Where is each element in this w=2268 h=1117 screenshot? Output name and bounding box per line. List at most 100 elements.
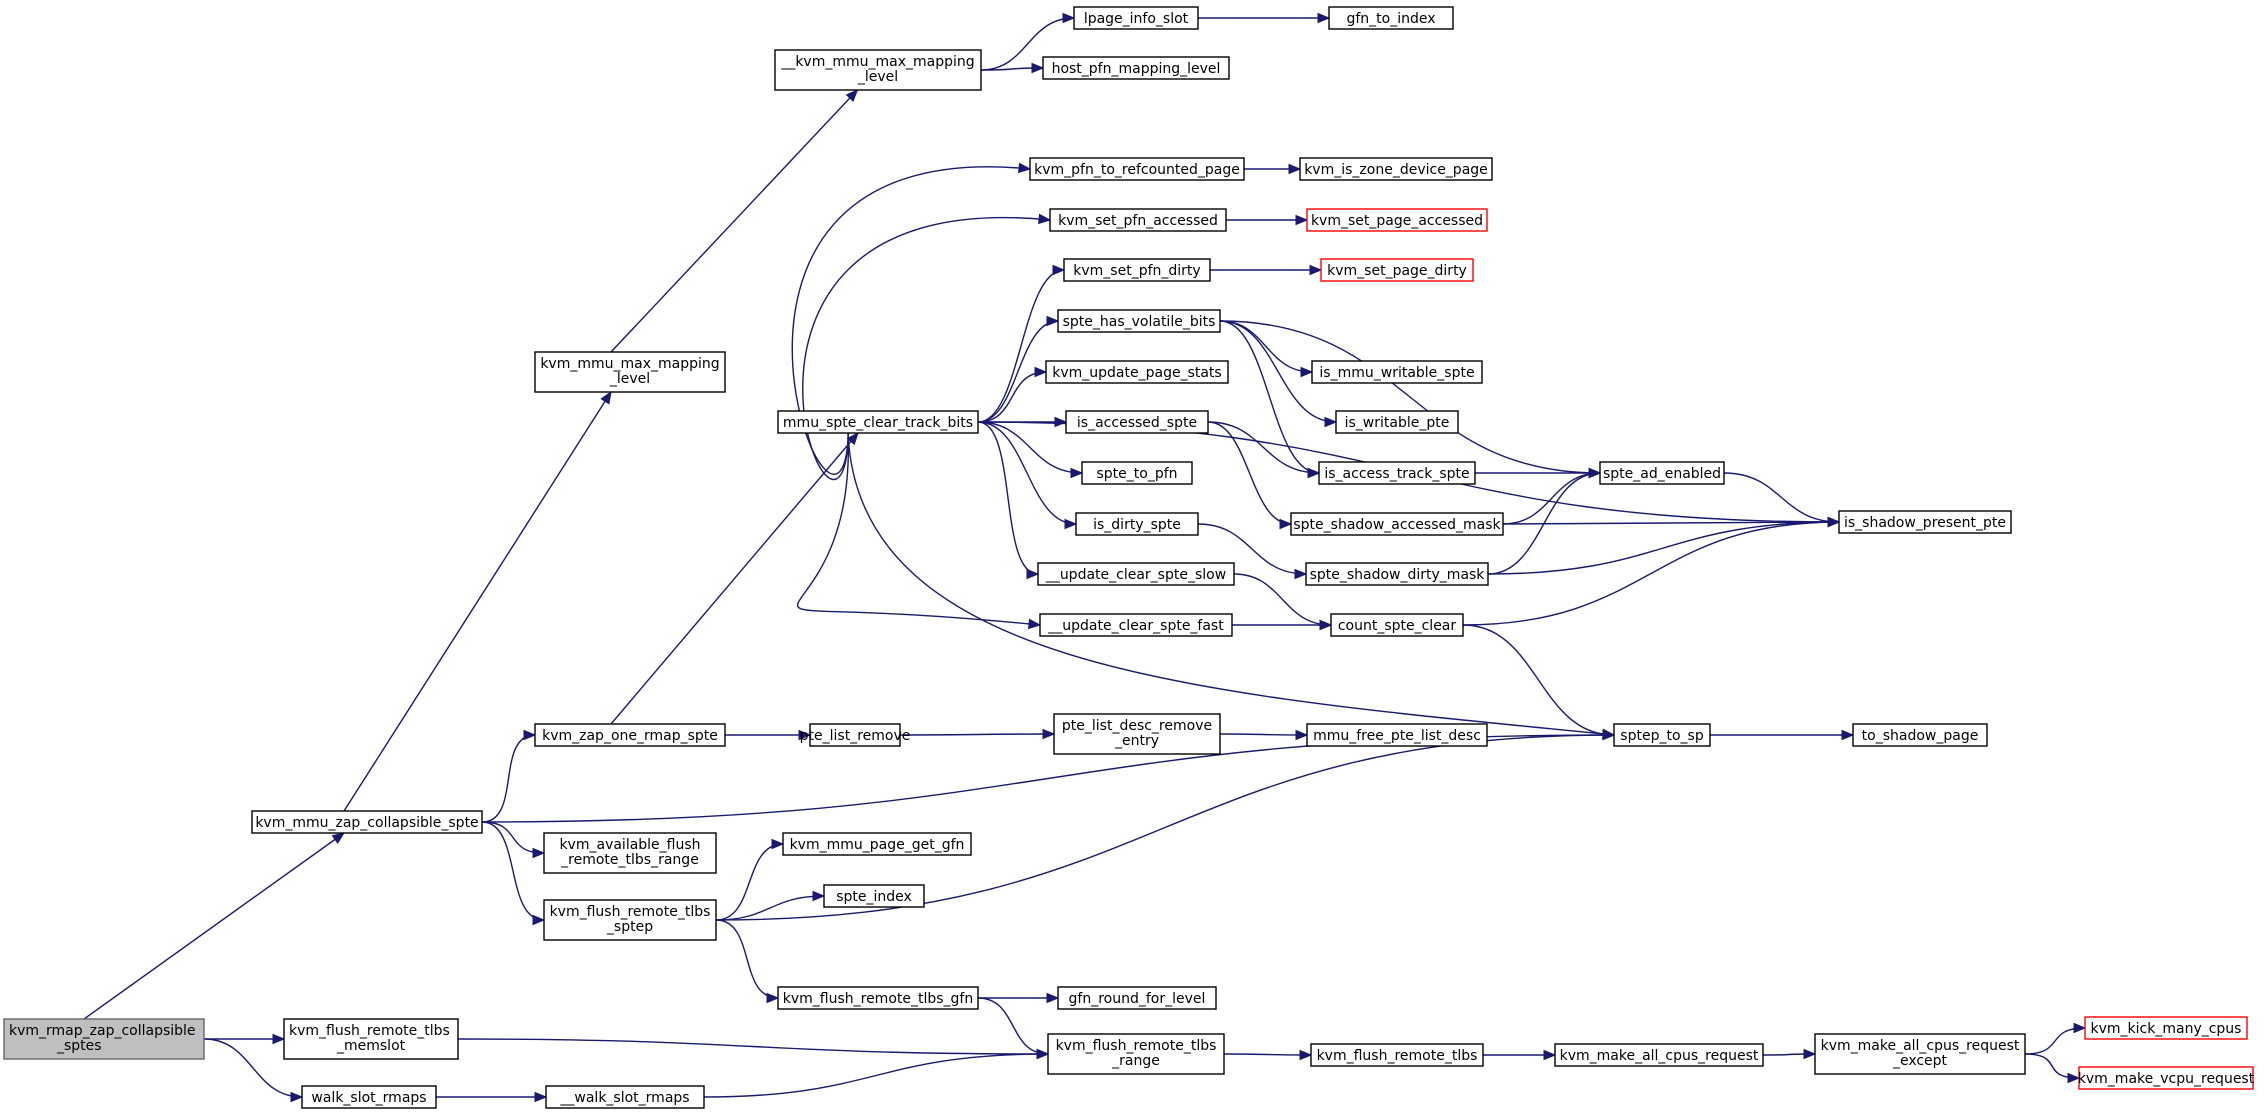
node-flush-gfn[interactable]: kvm_flush_remote_tlbs_gfn: [777, 986, 979, 1010]
node-pfn-to-ref[interactable]: kvm_pfn_to_refcounted_page: [1029, 157, 1245, 181]
node-label: kvm_flush_remote_tlbs: [1317, 1048, 1478, 1064]
arrowhead: [1052, 264, 1066, 276]
node-is-dirty[interactable]: is_dirty_spte: [1075, 512, 1199, 536]
node-label: kvm_make_all_cpus_request: [1821, 1038, 2020, 1054]
arrowhead: [2073, 1022, 2087, 1034]
edge-line: [1219, 320, 1313, 373]
node-flush-range[interactable]: kvm_flush_remote_tlbs_range: [1047, 1033, 1225, 1075]
arrowhead: [331, 832, 346, 844]
node-host-pfn[interactable]: host_pfn_mapping_level: [1042, 56, 1230, 80]
node-shadow-dirty[interactable]: spte_shadow_dirty_mask: [1305, 562, 1489, 586]
node-is-accessed[interactable]: is_accessed_spte: [1065, 410, 1209, 434]
node-vcpu-req[interactable]: kvm_make_vcpu_request: [2078, 1066, 2255, 1090]
node-max-map2[interactable]: __kvm_mmu_max_mapping_level: [774, 49, 982, 91]
node-label: is_writable_pte: [1345, 415, 1450, 431]
arrowhead: [1309, 264, 1323, 276]
edge-walk-slot-to-walk-slot2: [436, 1091, 548, 1103]
node-upd-slow[interactable]: __update_clear_spte_slow: [1037, 562, 1235, 586]
node-label: kvm_flush_remote_tlbs: [1056, 1038, 1217, 1054]
node-set-pfn-acc[interactable]: kvm_set_pfn_accessed: [1049, 208, 1227, 232]
node-max-map[interactable]: kvm_mmu_max_mapping_level: [534, 351, 726, 393]
node-label: _remote_tlbs_range: [560, 852, 699, 868]
node-update-stats[interactable]: kvm_update_page_stats: [1045, 360, 1229, 384]
edge-line: [481, 821, 545, 854]
edge-is-accessed-to-shadow-acc: [1207, 421, 1293, 530]
node-zone-dev[interactable]: kvm_is_zone_device_page: [1299, 157, 1493, 181]
arrowhead: [1026, 568, 1040, 580]
arrowhead: [534, 1091, 548, 1103]
node-label: is_access_track_spte: [1324, 466, 1469, 482]
node-mmu-writable[interactable]: is_mmu_writable_spte: [1311, 360, 1483, 384]
node-lpage[interactable]: lpage_info_slot: [1073, 6, 1199, 30]
node-label: _level: [609, 371, 650, 387]
node-to-shadow-page[interactable]: to_shadow_page: [1852, 723, 1988, 747]
arrowhead: [1300, 366, 1314, 378]
node-zap-spte[interactable]: kvm_mmu_zap_collapsible_spte: [251, 810, 483, 834]
node-desc-remove[interactable]: pte_list_desc_remove_entry: [1053, 713, 1221, 755]
node-shadow-present[interactable]: is_shadow_present_pte: [1838, 510, 2012, 534]
node-label: kvm_make_vcpu_request: [2078, 1071, 2255, 1087]
node-spte-to-pfn[interactable]: spte_to_pfn: [1081, 461, 1193, 485]
node-label: kvm_pfn_to_refcounted_page: [1034, 162, 1240, 178]
edge-line: [977, 421, 1039, 575]
edge-count-clear-to-shadow-present: [1462, 516, 1841, 626]
nodes-layer: kvm_rmap_zap_collapsible_sptes kvm_mmu_za…: [3, 6, 2255, 1109]
edge-max-map2-to-host-pfn: [980, 62, 1045, 74]
node-label: _range: [1111, 1053, 1160, 1069]
edge-root-to-walk-slot: [203, 1038, 304, 1103]
edge-shadow-dirty-to-ad-enabled: [1487, 467, 1602, 575]
node-flush-sptep[interactable]: kvm_flush_remote_tlbs_sptep: [543, 899, 717, 941]
node-gfn-round[interactable]: gfn_round_for_level: [1057, 986, 1217, 1010]
node-page-get-gfn[interactable]: kvm_mmu_page_get_gfn: [782, 832, 972, 856]
edge-lpage-to-gfn-to-index: [1198, 12, 1331, 24]
node-label: gfn_round_for_level: [1069, 991, 1206, 1007]
edge-volatile-to-ad-enabled: [1219, 320, 1602, 479]
node-gfn-to-index[interactable]: gfn_to_index: [1328, 6, 1454, 30]
node-writable-pte[interactable]: is_writable_pte: [1335, 410, 1459, 434]
node-flush-memslot[interactable]: kvm_flush_remote_tlbs_memslot: [283, 1018, 459, 1060]
edge-volatile-to-writable-pte: [1219, 320, 1338, 428]
node-flush-tlbs[interactable]: kvm_flush_remote_tlbs: [1310, 1043, 1484, 1067]
arrowhead: [1543, 1049, 1557, 1061]
edge-line: [1487, 472, 1601, 575]
node-access-track[interactable]: is_access_track_spte: [1318, 461, 1476, 485]
node-pte-list-remove[interactable]: pte_list_remove: [800, 723, 911, 747]
edge-line: [980, 17, 1075, 71]
node-label: is_accessed_spte: [1077, 415, 1197, 431]
edges-layer: [83, 12, 2087, 1103]
node-walk-slot2[interactable]: __walk_slot_rmaps: [545, 1085, 705, 1109]
node-volatile[interactable]: spte_has_volatile_bits: [1057, 309, 1221, 333]
edge-volatile-to-mmu-writable: [1219, 320, 1314, 378]
node-spte-index[interactable]: spte_index: [823, 884, 925, 908]
node-box: [1057, 309, 1221, 333]
node-label: count_spte_clear: [1338, 618, 1457, 634]
node-set-pfn-dirty[interactable]: kvm_set_pfn_dirty: [1063, 258, 1211, 282]
node-walk-slot[interactable]: walk_slot_rmaps: [301, 1085, 437, 1109]
edge-line: [1219, 320, 1601, 474]
node-shadow-acc[interactable]: spte_shadow_accessed_mask: [1290, 512, 1504, 536]
arrowhead: [1602, 729, 1616, 741]
node-free-desc[interactable]: mmu_free_pte_list_desc: [1306, 723, 1488, 747]
node-upd-fast[interactable]: __update_clear_spte_fast: [1039, 613, 1233, 637]
edge-desc-remove-to-free-desc: [1219, 729, 1309, 741]
node-clear-track[interactable]: mmu_spte_clear_track_bits: [777, 410, 979, 434]
node-box: [1057, 986, 1217, 1010]
node-avail-flush[interactable]: kvm_available_flush_remote_tlbs_range: [543, 832, 717, 874]
node-set-page-acc[interactable]: kvm_set_page_accessed: [1306, 208, 1488, 232]
node-sptep-to-sp[interactable]: sptep_to_sp: [1613, 723, 1711, 747]
node-box: [251, 810, 483, 834]
node-label: pte_list_remove: [800, 728, 911, 744]
node-count-clear[interactable]: count_spte_clear: [1330, 613, 1464, 637]
arrowhead: [812, 890, 826, 902]
node-all-cpus-exc[interactable]: kvm_make_all_cpus_request_except: [1814, 1033, 2026, 1075]
node-all-cpus[interactable]: kvm_make_all_cpus_request: [1554, 1043, 1764, 1067]
edge-line: [715, 919, 779, 999]
node-root[interactable]: kvm_rmap_zap_collapsible_sptes: [3, 1018, 205, 1060]
node-kick-many[interactable]: kvm_kick_many_cpus: [2084, 1016, 2248, 1040]
node-zap-one[interactable]: kvm_zap_one_rmap_spte: [534, 723, 726, 747]
node-ad-enabled[interactable]: spte_ad_enabled: [1599, 461, 1725, 485]
node-set-page-dirty[interactable]: kvm_set_page_dirty: [1320, 258, 1474, 282]
node-box: [809, 723, 901, 747]
edge-line: [802, 217, 1051, 481]
